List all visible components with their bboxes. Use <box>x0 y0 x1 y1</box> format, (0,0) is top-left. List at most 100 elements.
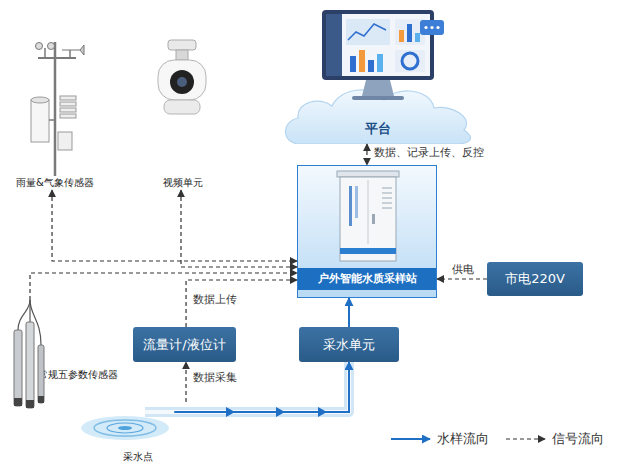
probe-cable <box>30 300 41 345</box>
water-flow-arrow <box>174 362 349 412</box>
probe-body <box>14 330 22 406</box>
cabinet-stripe <box>340 248 396 254</box>
monitor-stand <box>362 80 394 96</box>
cabinet-body <box>340 177 396 261</box>
legend: 水样流向 信号流向 <box>390 430 604 448</box>
edge-label: 数据采集 <box>193 370 237 385</box>
chat-dot <box>436 26 439 29</box>
edge-label: 供电 <box>452 262 474 277</box>
camera-mount <box>168 40 196 50</box>
screen-bar <box>368 60 374 72</box>
legend-item: 信号流向 <box>505 430 604 448</box>
screen-bar <box>377 54 383 72</box>
signal-arrow <box>52 190 297 261</box>
signal-arrow <box>30 273 297 300</box>
wind-vane <box>62 45 84 55</box>
screen-bar <box>359 50 365 72</box>
video-unit: 视频单元 <box>145 30 220 190</box>
anemometer-cup <box>36 43 43 50</box>
flow-arrow <box>276 407 285 417</box>
probe-cable <box>18 300 30 330</box>
probe-tip <box>38 396 44 403</box>
screen-panel <box>395 50 425 72</box>
screen-bar <box>399 30 404 42</box>
rain-gauge-top <box>31 97 49 103</box>
node-label: 视频单元 <box>163 176 203 190</box>
flow-arrow <box>318 407 327 417</box>
gauge-bracket <box>49 119 55 121</box>
probe-cable <box>29 300 30 322</box>
probe-body <box>26 322 34 408</box>
sampling-station: 户外智能水质采样站 <box>297 165 437 298</box>
cabinet-louver <box>382 198 392 199</box>
radiation-shield <box>60 114 76 118</box>
node-label: 采水点 <box>123 450 153 464</box>
legend-line <box>506 438 545 439</box>
signal-arrow <box>185 362 186 402</box>
signal-arrow <box>181 190 297 267</box>
sensor-pole <box>54 42 57 176</box>
camera-neck <box>176 50 188 60</box>
probe-tip <box>14 398 22 406</box>
cabinet-roof <box>337 171 399 177</box>
camera-head <box>158 60 206 100</box>
platform-cloud: 平台 <box>280 82 475 144</box>
water-surface <box>81 416 169 440</box>
legend-item: 水样流向 <box>390 430 489 448</box>
legend-text: 信号流向 <box>552 430 604 448</box>
screen-bar <box>350 56 356 72</box>
probe-tip <box>26 400 34 408</box>
node-label: 户外智能水质采样站 <box>298 268 436 290</box>
node-label: 雨量&气象传感器 <box>16 176 94 190</box>
sampling-point: 采水点 <box>85 402 190 464</box>
signal-arrow <box>366 144 367 165</box>
edge-label: 数据上传 <box>193 292 237 307</box>
cabinet-door-seam <box>368 180 369 244</box>
camera-base <box>164 100 200 114</box>
radiation-shield <box>60 102 76 106</box>
cabinet-louver <box>382 193 392 194</box>
node-label: 采水单元 <box>323 336 375 354</box>
legend-swatch <box>505 433 547 445</box>
weather-sensor: 雨量&气象传感器 <box>10 30 100 190</box>
cabinet-handle <box>372 214 375 224</box>
signal-arrow <box>437 278 487 279</box>
meter-box: 流量计/液位计 <box>133 327 236 362</box>
intake-box: 采水单元 <box>299 327 399 362</box>
cabinet-louver <box>382 188 392 189</box>
monitor-screen <box>326 14 430 76</box>
anemometer-shaft <box>44 48 46 58</box>
rain-gauge <box>31 100 49 142</box>
legend-swatch <box>390 433 432 445</box>
parameter-sensor: 常规五参数传感器 <box>8 300 158 412</box>
pipe-highlight <box>145 362 349 412</box>
chat-bubble <box>420 20 444 35</box>
screen-bar <box>407 24 412 42</box>
water-ripple <box>94 420 156 436</box>
legend-line <box>391 438 430 440</box>
chat-dot <box>424 26 427 29</box>
signal-arrow <box>186 280 297 327</box>
probe-body <box>38 345 44 403</box>
water-flow-arrow <box>348 298 350 327</box>
chat-dot <box>430 26 433 29</box>
node-label: 市电220V <box>505 270 565 288</box>
monitor-base <box>352 96 404 100</box>
radiation-shield <box>60 108 76 112</box>
edge-label: 数据、记录上传、反控 <box>374 145 484 160</box>
screen-panel <box>395 19 425 45</box>
screen-panel <box>346 19 390 45</box>
camera-lens <box>170 70 194 94</box>
pipe-band <box>145 362 349 412</box>
node-label: 流量计/液位计 <box>143 336 225 354</box>
legend-text: 水样流向 <box>437 430 489 448</box>
power-box: 市电220V <box>487 262 583 296</box>
camera-lens-glass <box>177 77 187 87</box>
water-ripple <box>107 423 143 433</box>
cabinet-louver <box>382 203 392 204</box>
cabinet-louver <box>382 208 392 209</box>
node-label: 平台 <box>280 82 475 138</box>
node-label: 常规五参数传感器 <box>38 368 158 382</box>
